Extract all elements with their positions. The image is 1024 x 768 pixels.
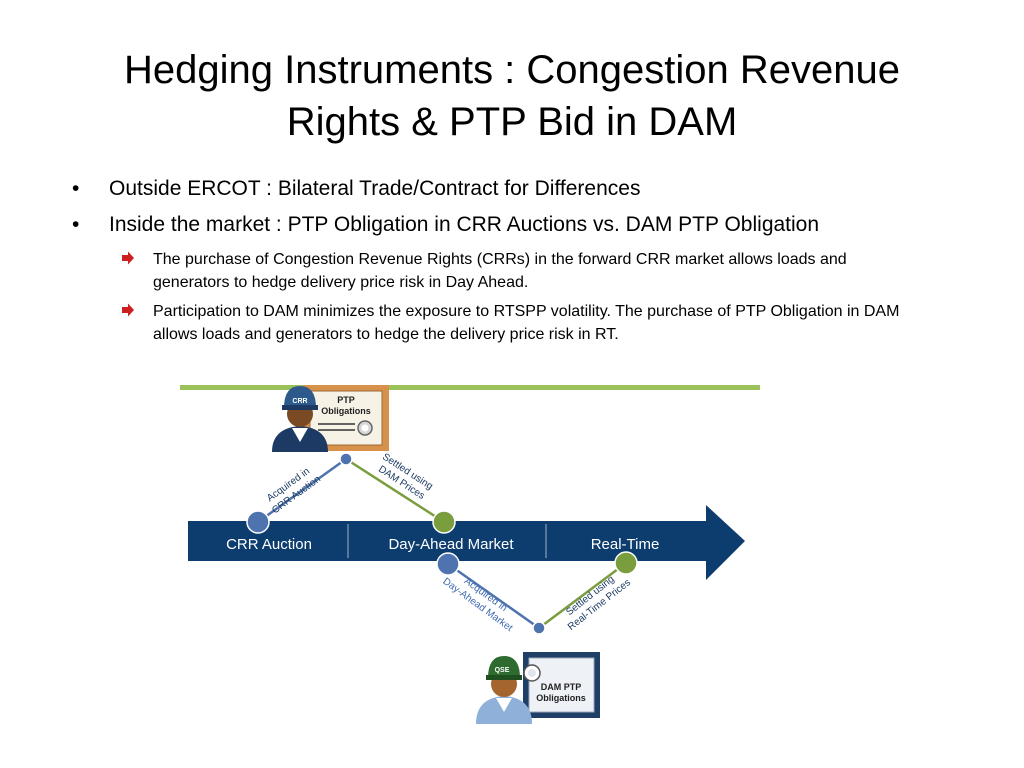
ptp-obligations-document-icon: PTP Obligations <box>303 385 389 451</box>
sub-bullet-text: The purchase of Congestion Revenue Right… <box>153 251 847 291</box>
bullet-text: Outside ERCOT : Bilateral Trade/Contract… <box>109 177 641 200</box>
timeline-segment-real-time: Real-Time <box>591 536 660 553</box>
acquired-crr-path-line <box>257 457 347 524</box>
qse-participant-icon: QSE <box>476 656 541 724</box>
crr-auction-node <box>246 510 270 534</box>
dam-trough-node <box>532 621 546 635</box>
dam-ptp-doc-line2: Obligations <box>536 693 586 703</box>
red-arrow-icon <box>121 251 135 265</box>
crr-participant-icon: CRR <box>272 386 328 452</box>
crr-peak-node <box>339 452 353 466</box>
crr-cap-label: CRR <box>292 398 307 405</box>
title-line-1: Hedging Instruments : Congestion Revenue <box>123 48 900 92</box>
timeline-segment-day-ahead-market: Day-Ahead Market <box>388 536 514 553</box>
dam-settlement-node <box>432 510 456 534</box>
sub-bullet-text: Participation to DAM minimizes the expos… <box>153 303 900 343</box>
title-line-2: Rights & PTP Bid in DAM <box>286 100 738 144</box>
bullet-dot-icon: • <box>72 177 80 200</box>
settled-dam-path-line <box>345 457 445 524</box>
settled-rt-path-line <box>538 561 627 630</box>
qse-cap-label: QSE <box>495 667 510 674</box>
bullet-item: • Outside ERCOT : Bilateral Trade/Contra… <box>70 176 970 202</box>
red-arrow-icon <box>121 303 135 317</box>
bullet-dot-icon: • <box>72 213 80 236</box>
bullet-item: • Inside the market : PTP Obligation in … <box>70 212 970 238</box>
acquired-dam-path-line <box>447 562 540 630</box>
sub-bullet-item: Participation to DAM minimizes the expos… <box>122 300 970 346</box>
bullet-text: Inside the market : PTP Obligation in CR… <box>109 213 820 236</box>
dam-ptp-doc-line1: DAM PTP <box>541 682 582 692</box>
timeline-segment-crr-auction: CRR Auction <box>226 536 312 553</box>
ptp-obligations-doc-line2: Obligations <box>321 406 371 416</box>
dam-acquisition-node <box>436 552 460 576</box>
ptp-obligations-doc-line1: PTP <box>337 395 355 405</box>
rt-settlement-node <box>614 551 638 575</box>
green-divider-bar <box>180 385 760 390</box>
dam-ptp-obligations-document-icon: DAM PTP Obligations <box>523 652 600 718</box>
bullet-list: • Outside ERCOT : Bilateral Trade/Contra… <box>70 176 970 352</box>
sub-bullet-item: The purchase of Congestion Revenue Right… <box>122 248 970 294</box>
timeline-arrow: CRR Auction Day-Ahead Market Real-Time <box>188 505 745 580</box>
slide-title: Hedging Instruments : Congestion Revenue… <box>60 44 964 148</box>
